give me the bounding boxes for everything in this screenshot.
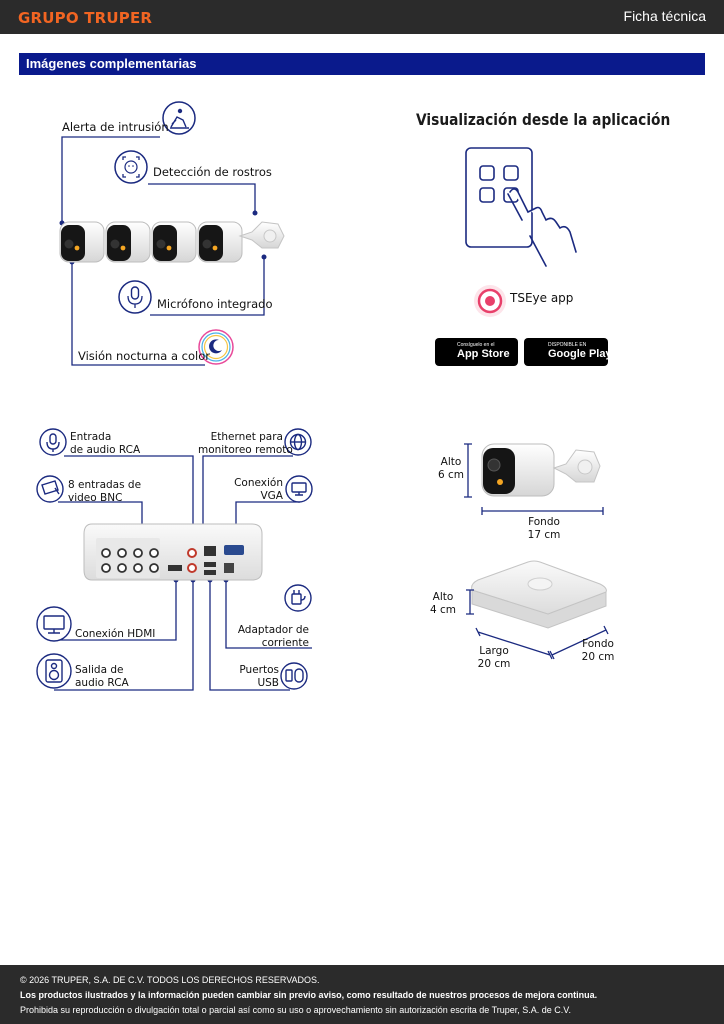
- google-play-badge[interactable]: DISPONIBLE EN Google Play: [524, 338, 612, 366]
- ethernet-globe-icon: [284, 428, 312, 456]
- footer-disclaimer: Los productos ilustrados y la informació…: [20, 990, 598, 1000]
- usb-icon: [280, 662, 308, 690]
- footer-prohibition: Prohibida su reproducción o divulgación …: [20, 1005, 571, 1015]
- feature-callout-lines: [61, 136, 265, 366]
- feature-night-label: Visión nocturna a color: [78, 349, 210, 363]
- camera-3: [151, 221, 197, 263]
- app-store-small-text: Consíguelo en el: [457, 342, 495, 348]
- hdmi-monitor-icon: [36, 606, 72, 642]
- brand-logo: GRUPO TRUPER: [18, 9, 153, 27]
- speaker-icon: [36, 653, 72, 689]
- rca-input-icon: [39, 428, 67, 456]
- camera-dimension-drawing: [481, 443, 601, 497]
- camera-dimension-lines: [464, 443, 604, 515]
- app-store-badge[interactable]: Consíguelo en el App Store: [435, 338, 518, 366]
- dvr-dimension-lines: [466, 589, 609, 660]
- face-detection-icon: [114, 150, 148, 184]
- google-play-text: Google Play: [548, 348, 612, 360]
- camera-group: [59, 221, 285, 263]
- app-section-title: Visualización desde la aplicación: [416, 110, 671, 129]
- camera-4: [197, 221, 285, 263]
- document-type: Ficha técnica: [623, 8, 706, 24]
- tseye-logo-icon: [474, 285, 506, 317]
- feature-intrusion-label: Alerta de intrusión: [62, 120, 169, 134]
- footer: © 2026 TRUPER, S.A. DE C.V. TODOS LOS DE…: [0, 965, 724, 1024]
- section-title: Imágenes complementarias: [26, 56, 197, 71]
- bnc-camera-icon: [36, 475, 64, 503]
- night-vision-color-icon: [198, 329, 234, 365]
- footer-copyright: © 2026 TRUPER, S.A. DE C.V. TODOS LOS DE…: [20, 975, 320, 985]
- vga-monitor-icon: [285, 475, 313, 503]
- top-bar: GRUPO TRUPER Ficha técnica: [0, 0, 724, 34]
- tablet-touch-icon: [465, 147, 577, 267]
- section-header: Imágenes complementarias: [19, 53, 705, 75]
- dvr-back-panel: [83, 523, 263, 581]
- intrusion-icon: [162, 101, 196, 135]
- microphone-icon: [118, 280, 152, 314]
- feature-mic-label: Micrófono integrado: [157, 297, 273, 311]
- feature-faces-label: Detección de rostros: [153, 165, 272, 179]
- power-adapter-icon: [284, 584, 312, 612]
- hdmi-label: Conexión HDMI: [75, 628, 156, 640]
- camera-1: [59, 221, 105, 263]
- app-name: TSEye app: [510, 291, 574, 305]
- google-play-small-text: DISPONIBLE EN: [548, 342, 587, 348]
- dvr-dimension-drawing: [471, 560, 607, 629]
- app-store-text: App Store: [457, 348, 510, 360]
- camera-2: [105, 221, 151, 263]
